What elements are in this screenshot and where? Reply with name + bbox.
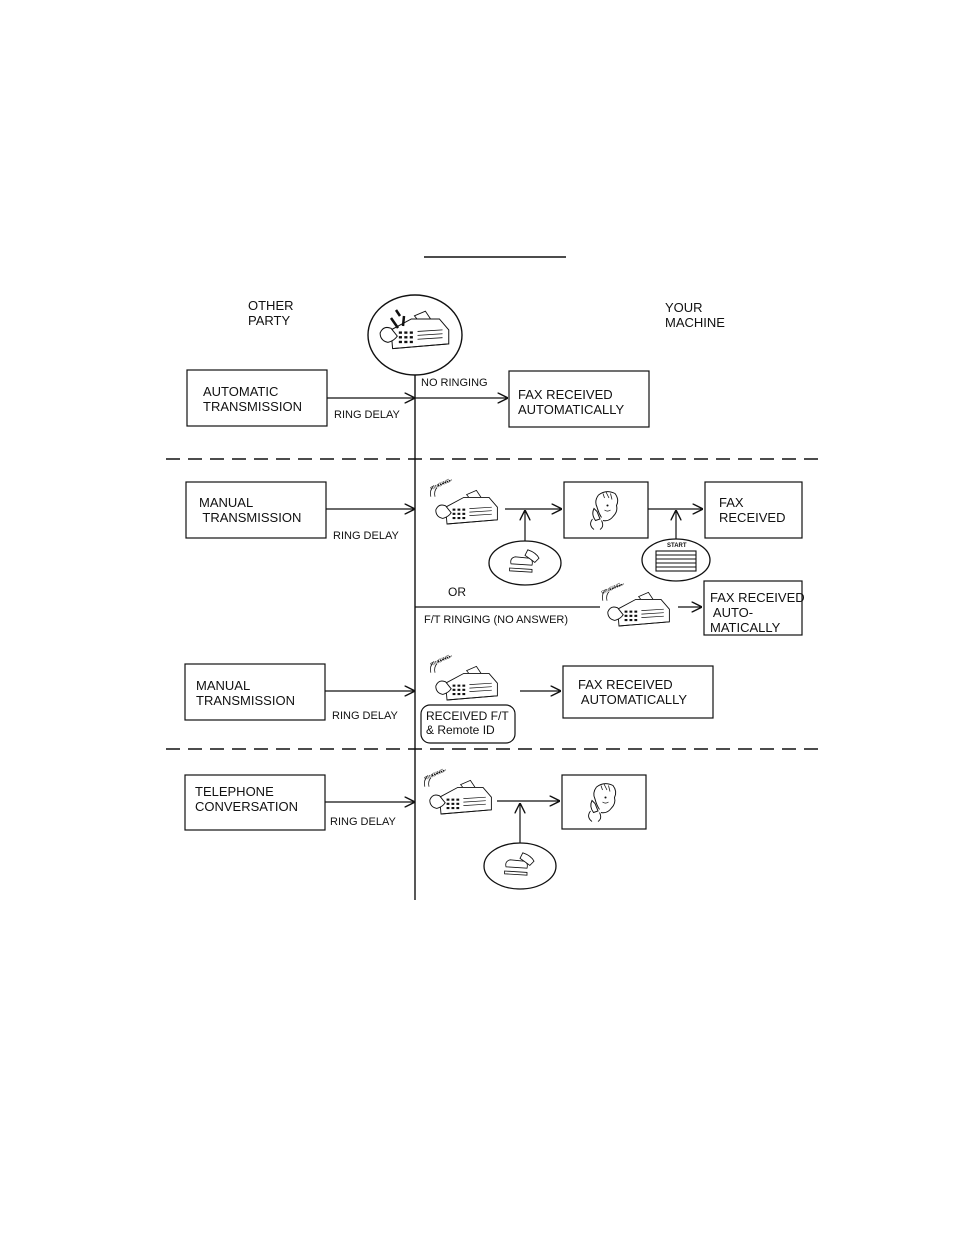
ring-delay-label-4: RING DELAY bbox=[330, 816, 396, 828]
person-answer-box-1 bbox=[563, 481, 649, 539]
fax-received-automatically-label-1: FAX RECEIVED AUTOMATICALLY bbox=[518, 387, 625, 417]
automatic-transmission-box bbox=[186, 369, 328, 427]
person-answer-box-2 bbox=[561, 774, 647, 830]
fax-received-automatically-label-3: FAX RECEIVED AUTOMATICALLY bbox=[578, 677, 688, 707]
received-ft-remote-id-badge bbox=[420, 704, 516, 744]
ft-ringing-label: F/T RINGING (NO ANSWER) bbox=[424, 614, 569, 626]
received-ft-remote-id-label: RECEIVED F/T & Remote ID bbox=[426, 709, 509, 737]
handset-lift-icon-2 bbox=[483, 842, 557, 890]
ringing-fax-icon-2 bbox=[600, 583, 678, 632]
manual-transmission-box-1 bbox=[185, 481, 327, 539]
telephone-conversation-label: TELEPHONE CONVERSATION bbox=[195, 784, 299, 814]
ring-delay-label-2: RING DELAY bbox=[333, 530, 399, 542]
manual-transmission-label-1: MANUAL TRANSMISSION bbox=[199, 495, 302, 525]
manual-transmission-box-2 bbox=[184, 663, 326, 721]
fax-received-label: FAX RECEIVED bbox=[719, 495, 786, 525]
fax-received-automatically-label-2: FAX RECEIVED AUTO- MATICALLY bbox=[710, 590, 805, 635]
automatic-transmission-label: AUTOMATIC TRANSMISSION bbox=[203, 384, 302, 414]
ring-delay-label-1: RING DELAY bbox=[334, 409, 400, 421]
start-button-icon bbox=[641, 538, 711, 582]
other-party-label: OTHER PARTY bbox=[248, 298, 294, 328]
ring-delay-label-3: RING DELAY bbox=[332, 710, 398, 722]
or-label: OR bbox=[448, 585, 466, 599]
manual-transmission-label-2: MANUAL TRANSMISSION bbox=[196, 678, 295, 708]
no-ringing-label: NO RINGING bbox=[421, 377, 488, 389]
fax-received-automatically-box-1 bbox=[508, 370, 650, 428]
fax-incoming-icon bbox=[367, 294, 463, 376]
handset-lift-icon-1 bbox=[488, 540, 562, 586]
fax-received-box bbox=[704, 481, 803, 539]
fax-received-automatically-box-3 bbox=[562, 665, 714, 719]
fax-received-automatically-box-2 bbox=[703, 580, 803, 636]
start-label: START bbox=[667, 543, 687, 549]
your-machine-label: YOUR MACHINE bbox=[665, 300, 725, 330]
